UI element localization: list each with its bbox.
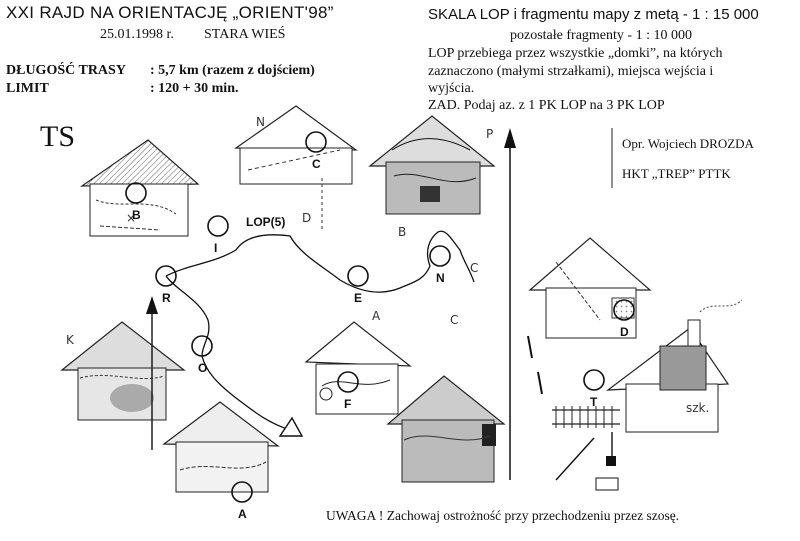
control-label-c: C: [312, 157, 321, 171]
road-arrow: [504, 128, 516, 480]
control-label-t: T: [590, 395, 598, 409]
finish-triangle: [278, 416, 304, 437]
lop-label: LOP(5): [246, 215, 285, 229]
control-circle-t: [583, 369, 605, 391]
fence: [552, 406, 620, 428]
control-label-e: E: [354, 291, 362, 305]
left-arrow: [146, 296, 158, 450]
map-fragment-house-szk: szk.: [606, 299, 743, 433]
hand-letter-p: P: [486, 127, 493, 141]
map-fragment-house-f: A: [304, 309, 412, 415]
control-points: B C I E N R O F A T D: [125, 131, 635, 521]
control-label-r: R: [162, 291, 171, 305]
control-label-f: F: [344, 397, 351, 411]
lop-note-line-1: LOP przebiega przez wszystkie „domki”, n…: [428, 46, 723, 61]
route-length-value: : 5,7 km (razem z dojściem): [150, 63, 315, 78]
map-fragment-house-bottom: [386, 375, 506, 483]
hand-letter-c: C: [470, 261, 478, 275]
hand-letter-b: B: [398, 225, 406, 239]
control-circle-d: [613, 299, 635, 321]
control-circle-n: [429, 245, 451, 267]
hand-letter-d: D: [302, 211, 311, 225]
map-fragment-house-left: K: [60, 321, 186, 421]
map-fragment-house-d: [528, 237, 652, 339]
map-fragment-house-a: [162, 401, 280, 493]
control-circle-f: [337, 371, 359, 393]
control-circle-o: [191, 335, 213, 357]
control-circle-i: [207, 215, 229, 237]
control-label-n: N: [436, 271, 445, 285]
hand-letter-n: N: [256, 115, 265, 129]
time-limit-value: : 120 + 30 min.: [150, 81, 239, 96]
road-dashes: [527, 335, 543, 395]
route-line-south: [165, 275, 291, 431]
map-fragment-house-b: ×: [80, 139, 200, 237]
category-label: TS: [40, 120, 76, 153]
road-warning: UWAGA ! Zachowaj ostrożność przy przecho…: [326, 508, 680, 523]
route-line: [165, 230, 475, 293]
event-place: STARA WIEŚ: [204, 27, 286, 42]
control-label-d: D: [620, 325, 629, 339]
control-circle-a: [231, 481, 253, 503]
bottom-right-arrows: [555, 432, 619, 491]
lop-note-line-3: wyjścia.: [428, 81, 475, 96]
hand-mark-x: ×: [126, 211, 136, 225]
time-limit-label: LIMIT: [6, 81, 49, 96]
control-label-a: A: [238, 507, 247, 521]
club-credit: HKT „TREP” PTTK: [622, 166, 731, 181]
task-note: ZAD. Podaj az. z 1 PK LOP na 3 PK LOP: [428, 98, 665, 113]
event-title: XXI RAJD NA ORIENTACJĘ „ORIENT'98”: [6, 3, 334, 22]
control-circle-b: [125, 182, 147, 204]
lop-note-line-2: zaznaczono (małymi strzałkami), miejsca …: [428, 64, 714, 79]
control-circle-e: [347, 265, 369, 287]
control-label-o: O: [198, 361, 207, 375]
hand-letter-c2: C: [450, 313, 458, 327]
school-label: szk.: [686, 401, 709, 415]
control-circle-c: [305, 131, 327, 153]
route-length-label: DŁUGOŚĆ TRASY: [6, 63, 126, 78]
hand-letter-k: K: [66, 333, 75, 347]
scale-line-2: pozostałe fragmenty - 1 : 10 000: [510, 28, 692, 43]
scale-line-1: SKALA LOP i fragmentu mapy z metą - 1 : …: [428, 6, 759, 23]
control-label-b: B: [132, 208, 141, 222]
control-circle-r: [155, 265, 177, 287]
event-date: 25.01.1998 r.: [100, 27, 174, 42]
author-credit: Opr. Wojciech DROZDA: [622, 136, 754, 151]
hand-letter-a: A: [372, 309, 381, 323]
map-fragment-house-top: [368, 115, 496, 215]
control-label-i: I: [214, 241, 217, 255]
map-fragment-house-c: N: [234, 105, 358, 230]
